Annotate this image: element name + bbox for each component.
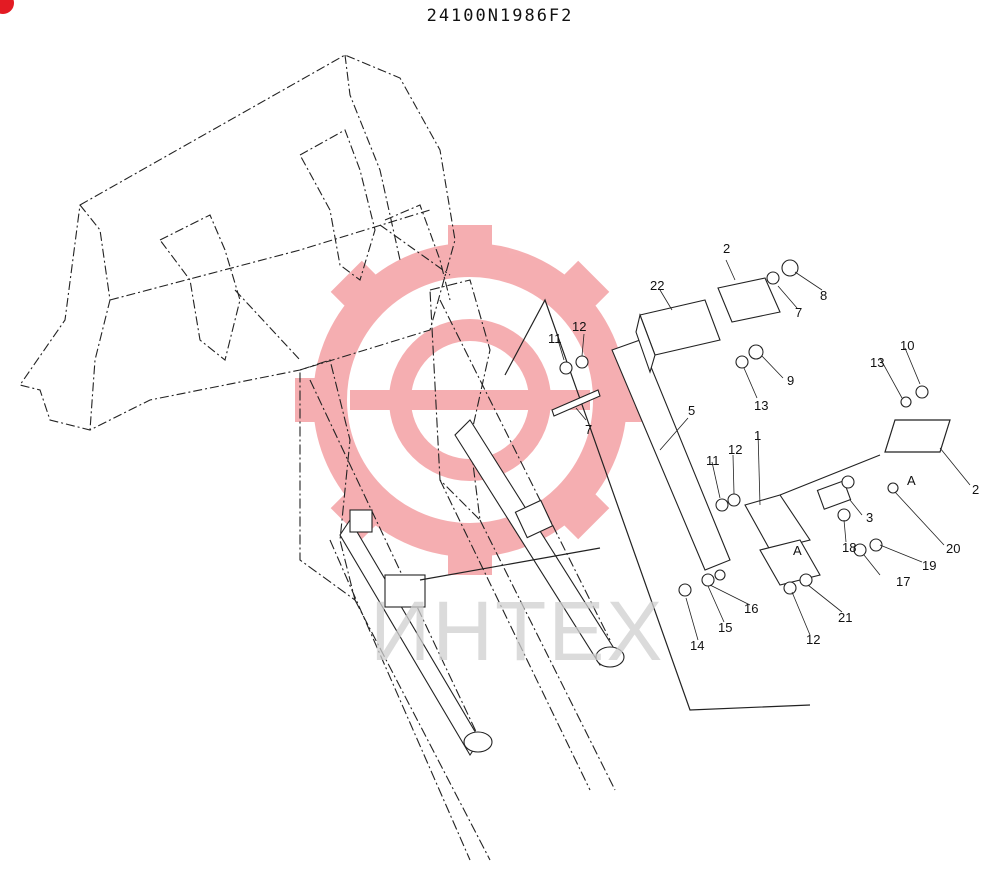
callout-A1: A xyxy=(907,473,916,488)
callout-7: 7 xyxy=(585,422,592,437)
callout-8: 8 xyxy=(820,288,827,303)
callout-10a: 9 xyxy=(787,373,794,388)
callout-12b: 12 xyxy=(728,442,742,457)
leader-lines xyxy=(557,259,971,641)
callout-20: 20 xyxy=(946,541,960,556)
corner-badge-icon xyxy=(0,0,14,14)
drawing-code: 24100N1986F2 xyxy=(426,6,574,26)
callout-19: 19 xyxy=(922,558,936,573)
callout-2: 2 xyxy=(972,482,979,497)
callout-4: 2 xyxy=(723,241,730,256)
bucket-outline xyxy=(19,54,456,431)
cover-part-2 xyxy=(884,419,951,453)
callout-5: 5 xyxy=(688,403,695,418)
block-part-22 xyxy=(635,299,721,374)
callout-11b: 11 xyxy=(706,453,720,468)
callout-22: 22 xyxy=(650,278,664,293)
boom-arms xyxy=(299,279,616,861)
pin-part-7 xyxy=(551,389,601,417)
switch-part-3 xyxy=(816,480,852,510)
callout-labels: 2 22 8 7 12 11 9 10 13 13 5 7 1 12 11 2 … xyxy=(548,241,979,653)
callout-12a: 12 xyxy=(572,319,586,334)
callout-12c: 12 xyxy=(806,632,820,647)
callout-15: 15 xyxy=(718,620,732,635)
callout-16: 16 xyxy=(744,601,758,616)
callout-A2: A xyxy=(793,543,802,558)
callout-18: 18 xyxy=(842,540,856,555)
bucket-teeth xyxy=(159,129,451,361)
rod-part-5 xyxy=(611,339,731,571)
callout-10b: 10 xyxy=(900,338,914,353)
watermark-gear-icon xyxy=(295,225,645,575)
callout-13b: 13 xyxy=(754,398,768,413)
callout-9: 7 xyxy=(795,305,802,320)
callout-14: 14 xyxy=(690,638,704,653)
callout-11a: 11 xyxy=(548,331,562,346)
sensor-line xyxy=(419,298,811,711)
bracket-part-1 xyxy=(744,454,881,586)
hydraulic-cylinders xyxy=(339,419,625,757)
plate-part-4 xyxy=(717,277,781,323)
callout-17: 17 xyxy=(896,574,910,589)
watermark-text: ИНТЕХ xyxy=(370,584,664,678)
callout-1: 1 xyxy=(754,428,761,443)
callout-3: 3 xyxy=(866,510,873,525)
callout-21: 21 xyxy=(838,610,852,625)
callout-13a: 13 xyxy=(870,355,884,370)
fasteners xyxy=(559,259,929,597)
